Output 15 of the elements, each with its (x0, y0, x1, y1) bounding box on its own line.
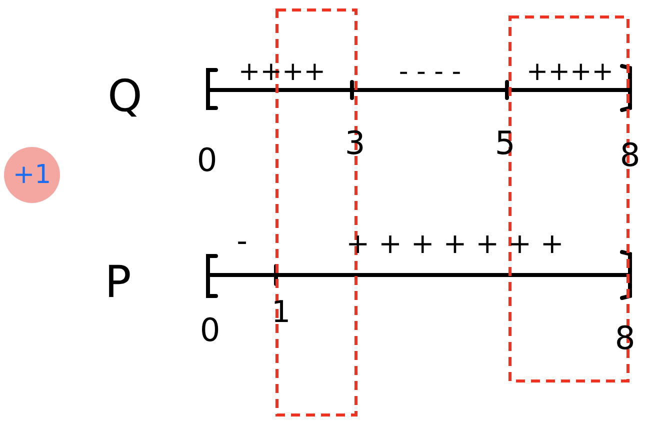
badge: +1 (4, 147, 60, 203)
axis-letter: P (104, 261, 132, 305)
axis-letter: Q (108, 75, 142, 119)
tick-value: 5 (494, 127, 516, 159)
tick-value: 1 (271, 298, 291, 328)
sign-marks: - (236, 227, 248, 257)
sign-marks: - - - - (398, 59, 462, 85)
tick-value: 0 (196, 144, 218, 176)
sign-marks: ++++ (238, 59, 326, 85)
sign-marks: + + + + + + + (346, 230, 564, 258)
tick-value: 0 (200, 314, 220, 346)
sign-marks: ++++ (526, 59, 614, 85)
tick-value: 8 (620, 139, 640, 171)
tick-value: 8 (614, 322, 636, 354)
tick-value: 3 (344, 127, 366, 159)
